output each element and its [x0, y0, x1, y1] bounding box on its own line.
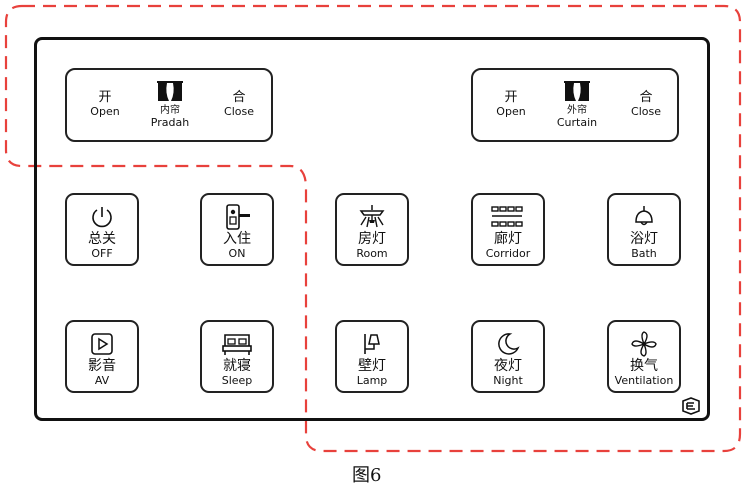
- chandelier-icon: [359, 205, 385, 228]
- open-label-en: Open: [496, 105, 526, 118]
- button-label-en: Sleep: [221, 374, 253, 387]
- curtain-icon: [157, 81, 183, 101]
- off-button[interactable]: 总关 OFF: [65, 193, 139, 266]
- switch-panel: [34, 37, 710, 421]
- close-label-en: Close: [224, 105, 254, 118]
- button-label-en: Room: [356, 247, 388, 260]
- open-label-cn: 开: [98, 90, 112, 105]
- open-label-cn: 开: [504, 90, 518, 105]
- curtain-name-cn: 外帘: [567, 105, 587, 116]
- fan-icon: [631, 331, 657, 357]
- button-label-cn: 就寝: [223, 358, 251, 374]
- wall-lamp-button[interactable]: 壁灯 Lamp: [335, 320, 409, 393]
- brand-logo-icon: [682, 397, 700, 415]
- button-label-en: Ventilation: [614, 374, 674, 387]
- button-label-cn: 入住: [223, 231, 251, 247]
- room-light-button[interactable]: 房灯 Room: [335, 193, 409, 266]
- key-card-icon: [226, 204, 250, 230]
- moon-icon: [498, 333, 520, 355]
- ventilation-button[interactable]: 换气 Ventilation: [607, 320, 681, 393]
- pendant-lamp-icon: [635, 206, 653, 226]
- button-label-en: Bath: [631, 247, 657, 260]
- inner-curtain-close-button[interactable]: 合 Close: [217, 70, 261, 140]
- button-label-cn: 总关: [88, 231, 116, 247]
- bath-light-button[interactable]: 浴灯 Bath: [607, 193, 681, 266]
- open-label-en: Open: [90, 105, 120, 118]
- button-label-cn: 房灯: [358, 231, 386, 247]
- button-label-en: AV: [94, 374, 110, 387]
- close-label-cn: 合: [639, 90, 653, 105]
- close-label-en: Close: [631, 105, 661, 118]
- button-label-en: Corridor: [485, 247, 531, 260]
- button-label-cn: 廊灯: [494, 231, 522, 247]
- button-label-cn: 夜灯: [494, 358, 522, 374]
- inner-curtain-control: 开 Open 内帘 Pradah 合 Close: [65, 68, 273, 142]
- on-button[interactable]: 入住 ON: [200, 193, 274, 266]
- button-label-cn: 壁灯: [358, 358, 386, 374]
- corridor-light-icon: [491, 206, 523, 227]
- av-button[interactable]: 影音 AV: [65, 320, 139, 393]
- wall-lamp-icon: [364, 334, 380, 354]
- button-label-cn: 影音: [88, 358, 116, 374]
- outer-curtain-open-button[interactable]: 开 Open: [489, 70, 533, 140]
- sleep-button[interactable]: 就寝 Sleep: [200, 320, 274, 393]
- night-light-button[interactable]: 夜灯 Night: [471, 320, 545, 393]
- curtain-name-cn: 内帘: [160, 105, 180, 116]
- figure-caption: 图6: [352, 465, 382, 486]
- play-icon: [91, 333, 113, 355]
- curtain-name-en: Pradah: [150, 116, 190, 129]
- outer-curtain-control: 开 Open 外帘 Curtain 合 Close: [471, 68, 679, 142]
- button-label-en: Night: [493, 374, 523, 387]
- curtain-icon: [564, 81, 590, 101]
- power-icon: [92, 207, 112, 228]
- button-label-en: OFF: [91, 247, 113, 260]
- button-label-cn: 浴灯: [630, 231, 658, 247]
- bed-icon: [222, 334, 252, 355]
- close-label-cn: 合: [232, 90, 246, 105]
- button-label-cn: 换气: [630, 358, 658, 374]
- inner-curtain-label: 内帘 Pradah: [145, 70, 195, 140]
- outer-curtain-close-button[interactable]: 合 Close: [624, 70, 668, 140]
- curtain-name-en: Curtain: [556, 116, 598, 129]
- corridor-light-button[interactable]: 廊灯 Corridor: [471, 193, 545, 266]
- button-label-en: ON: [228, 247, 246, 260]
- outer-curtain-label: 外帘 Curtain: [551, 70, 603, 140]
- button-label-en: Lamp: [356, 374, 388, 387]
- inner-curtain-open-button[interactable]: 开 Open: [83, 70, 127, 140]
